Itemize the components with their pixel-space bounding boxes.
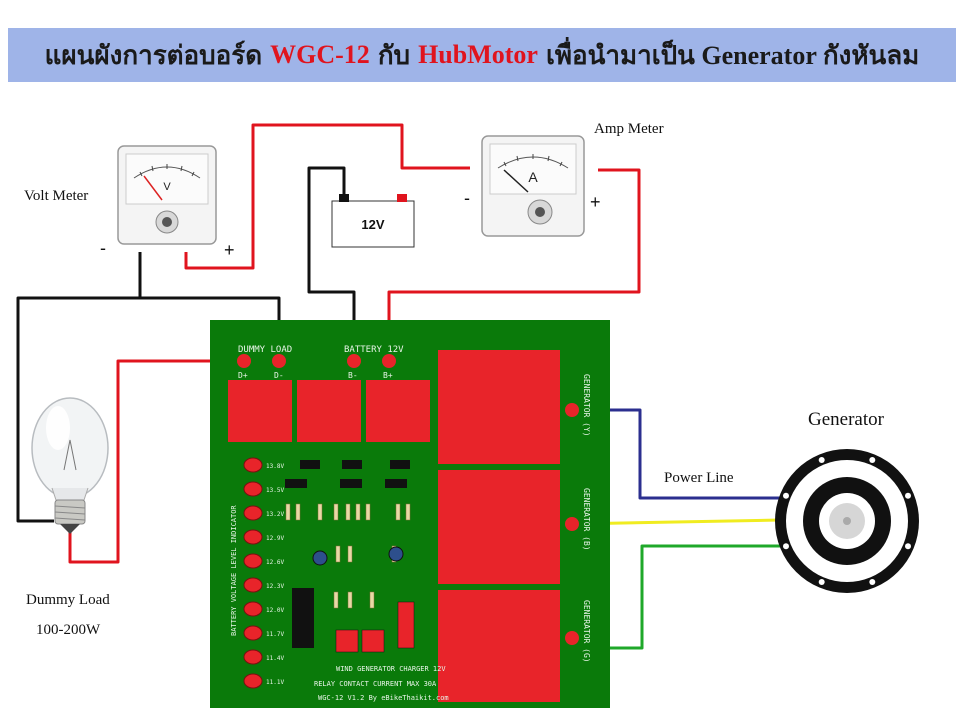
dummy-load-label: Dummy Load: [26, 592, 110, 608]
terminal-d-plus: [237, 354, 251, 368]
pcb-battery-header: BATTERY 12V: [344, 345, 404, 355]
led-indicator: [243, 673, 263, 689]
led-indicator: [243, 457, 263, 473]
led-level-label: 12.0V: [266, 607, 284, 614]
amp-meter-label: Amp Meter: [594, 121, 664, 137]
label-gen-g: GENERATOR (G): [582, 600, 591, 663]
volt-meter-letter: V: [163, 181, 171, 193]
terminal-b-plus: [382, 354, 396, 368]
relay-1: [228, 380, 292, 442]
generator-bolt-hole: [783, 492, 789, 499]
led-indicator: [243, 601, 263, 617]
terminal-gen-g: [565, 631, 579, 645]
led-indicator: [243, 481, 263, 497]
label-gen-y: GENERATOR (Y): [582, 374, 591, 437]
title-prefix: แผนผังการต่อบอร์ด: [44, 40, 263, 70]
wire-volt-plus: [184, 123, 470, 270]
generator-bolt-hole: [818, 457, 825, 463]
pcb-footer-2: RELAY CONTACT CURRENT MAX 30A: [314, 680, 437, 688]
page-title: แผนผังการต่อบอร์ด WGC-12 กับ HubMotor เพ…: [8, 28, 956, 82]
label-gen-b: GENERATOR (B): [582, 488, 591, 551]
led-level-label: 11.7V: [266, 631, 284, 638]
relay-2: [297, 380, 361, 442]
volt-meter-label: Volt Meter: [24, 188, 89, 204]
ic-main: [292, 588, 314, 648]
wire-volt-minus: [16, 252, 142, 523]
generator-label: Generator: [808, 409, 884, 430]
battery-label: 12V: [361, 217, 384, 232]
generator-bolt-hole: [905, 543, 911, 550]
label-b-minus: B-: [348, 371, 358, 380]
title-motor: HubMotor: [418, 40, 538, 69]
generator-bolt-hole: [869, 579, 876, 585]
pcb-footer-1: WIND GENERATOR CHARGER 12V: [336, 665, 446, 673]
led-level-label: 12.3V: [266, 583, 284, 590]
relay-6: [438, 590, 560, 702]
led-indicator: [243, 577, 263, 593]
label-d-plus: D+: [238, 371, 248, 380]
generator-bolt-hole: [869, 457, 876, 463]
title-suffix: เพื่อนำมาเป็น Generator กังหันลม: [545, 40, 920, 70]
label-indicator: BATTERY VOLTAGE LEVEL INDICATOR: [230, 505, 238, 636]
led-indicator: [243, 505, 263, 521]
label-d-minus: D-: [274, 371, 284, 380]
pcb-dummy-load-header: DUMMY LOAD: [238, 345, 292, 355]
volt-meter-minus: -: [100, 238, 106, 258]
led-level-label: 11.1V: [266, 679, 284, 686]
amp-meter-minus: -: [464, 188, 470, 208]
volt-meter-plus: +: [224, 240, 235, 260]
led-indicator: [243, 553, 263, 569]
led-indicator: [243, 529, 263, 545]
relay-4: [438, 350, 560, 464]
battery-negative-terminal: [339, 194, 349, 202]
generator-hub-motor: [775, 449, 919, 593]
title-board: WGC-12: [270, 40, 370, 69]
led-indicators: 13.8V 13.5V 13.2V 12.9V 12.6V 12.3V 12.0V 11.7V…: [243, 457, 284, 689]
amp-meter-plus: +: [590, 192, 601, 212]
ic-side: [397, 601, 415, 649]
amp-meter-letter: A: [528, 169, 538, 185]
wire-amp-plus: [387, 168, 641, 354]
led-indicator: [243, 649, 263, 665]
title-connector: กับ: [377, 40, 411, 70]
amp-meter: A: [481, 135, 585, 237]
volt-needle: [143, 175, 163, 201]
led-level-label: 12.6V: [266, 559, 284, 566]
terminal-gen-b: [565, 517, 579, 531]
led-level-label: 12.9V: [266, 535, 284, 542]
amp-needle: [503, 169, 529, 193]
generator-bolt-hole: [905, 492, 911, 499]
led-level-label: 11.4V: [266, 655, 284, 662]
battery: 12V: [331, 194, 415, 248]
terminal-gen-y: [565, 403, 579, 417]
volt-meter: V: [117, 145, 217, 245]
wire-battery-minus: [307, 166, 356, 354]
light-bulb: [31, 397, 109, 534]
relay-5: [438, 470, 560, 584]
terminal-d-minus: [272, 354, 286, 368]
led-indicator: [243, 625, 263, 641]
led-level-label: 13.5V: [266, 487, 284, 494]
dummy-load-rating: 100-200W: [36, 622, 101, 638]
terminal-b-minus: [347, 354, 361, 368]
led-level-label: 13.8V: [266, 463, 284, 470]
generator-bolt-hole: [818, 579, 825, 585]
pcb-footer-3: WGC-12 V1.2 By eBikeThaikit.com: [318, 694, 449, 702]
relay-3: [366, 380, 430, 442]
label-b-plus: B+: [383, 371, 393, 380]
wire-dload-plus: [68, 359, 244, 564]
pcb-board: DUMMY LOAD BATTERY 12V D+ D- B- B+ GENER…: [210, 320, 610, 708]
generator-bolt-hole: [783, 543, 789, 550]
battery-positive-terminal: [397, 194, 407, 202]
pcb-terminals: [237, 354, 579, 645]
led-level-label: 13.2V: [266, 511, 284, 518]
power-line-label: Power Line: [664, 470, 734, 486]
